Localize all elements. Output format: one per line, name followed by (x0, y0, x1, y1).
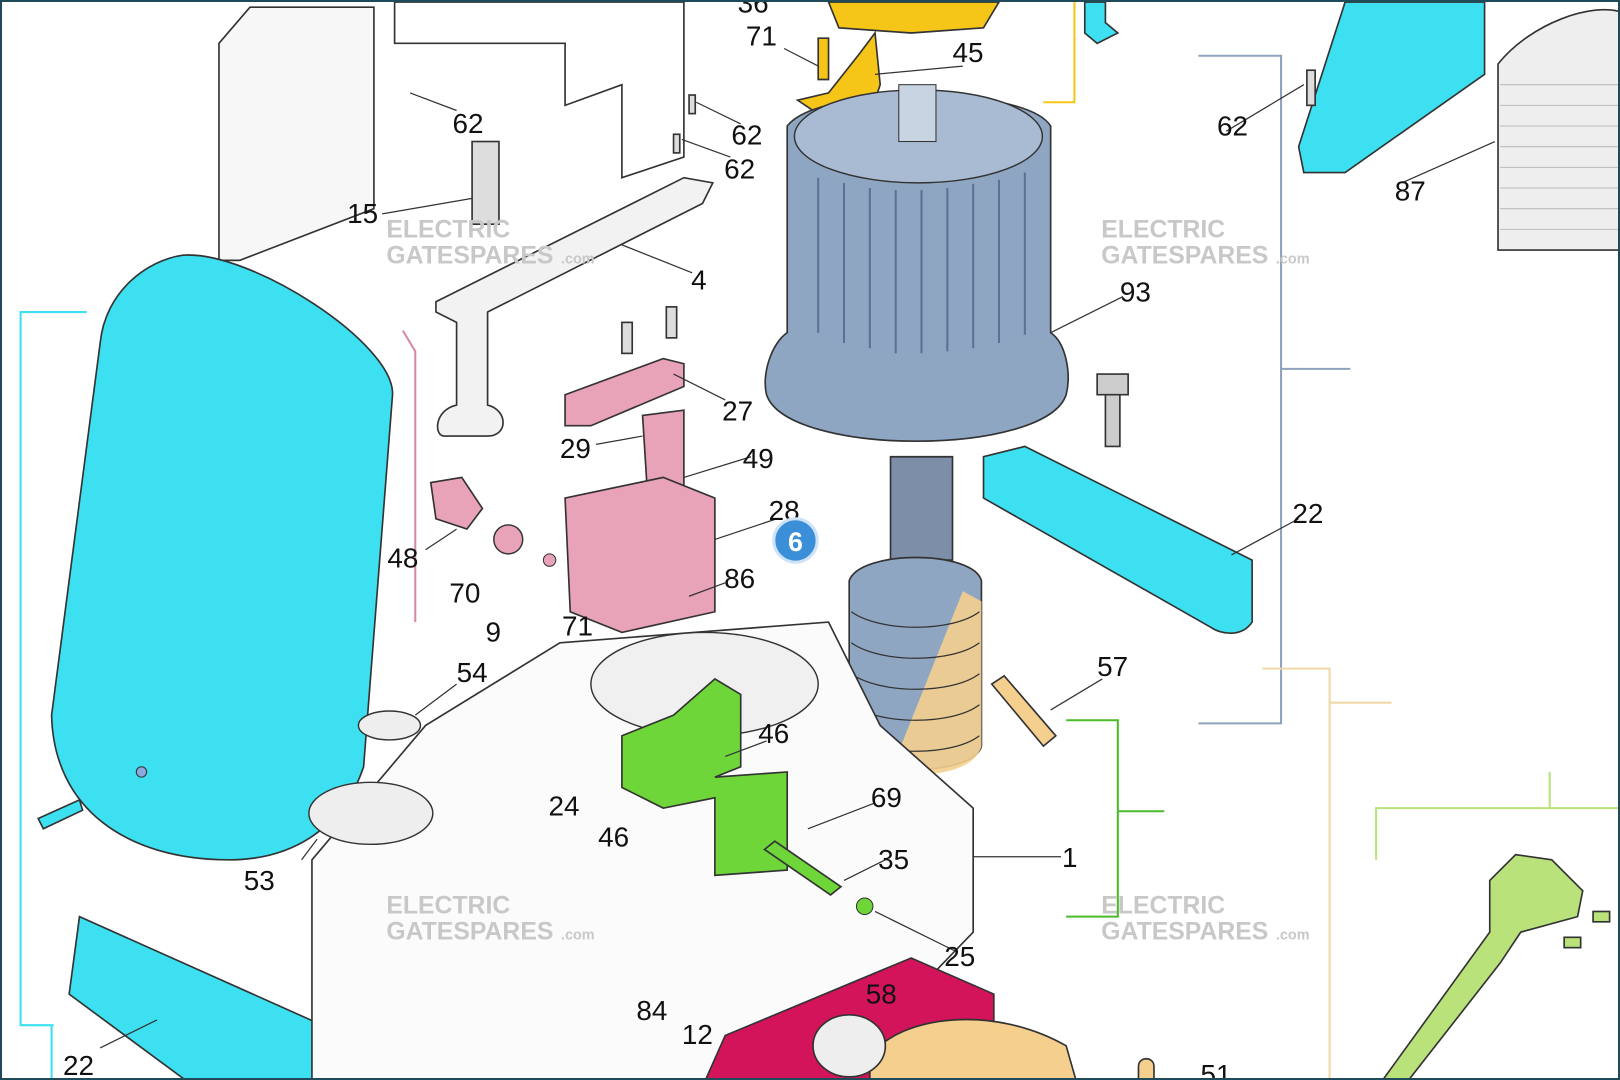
bracket-cyan (19, 311, 87, 1027)
part-label: 25 (944, 941, 975, 972)
part-label: 9 (486, 617, 502, 648)
part-label: 27 (722, 396, 753, 427)
grille-slats (1500, 84, 1618, 230)
bolt-spring (1096, 373, 1129, 448)
watermark-line1: ELECTRIC (386, 217, 510, 244)
cover-screw (37, 798, 84, 830)
worm-threads (850, 611, 980, 752)
part-label: 24 (549, 790, 580, 821)
hotspot-badge-number[interactable]: 6 (788, 527, 803, 557)
part-label: 58 (866, 978, 897, 1009)
part-label: 86 (724, 563, 755, 594)
watermark-suffix: .com (561, 927, 595, 943)
watermark-line1: ELECTRIC (386, 893, 510, 920)
bearing (812, 1013, 887, 1078)
control-bracket (393, 2, 685, 179)
watermark: ELECTRIC GATESPARES .com ELECTRIC GATESP… (386, 217, 1309, 946)
lever-4 (435, 176, 715, 437)
bracket-yellow (1043, 2, 1076, 104)
watermark-suffix: .com (1276, 927, 1310, 943)
part-label: 69 (871, 782, 902, 813)
watermark-line2: GATESPARES (386, 918, 553, 945)
gear-wheel (869, 1018, 1077, 1078)
green-cap (855, 897, 874, 916)
part-label: 46 (758, 718, 789, 749)
pink-switch (564, 357, 685, 427)
watermark-line2: GATESPARES (1101, 242, 1268, 269)
part-label: 93 (1120, 277, 1151, 308)
part-label: 53 (244, 865, 275, 896)
watermark-suffix: .com (1276, 251, 1310, 267)
part-label: 29 (560, 433, 591, 464)
part-label: 87 (1395, 175, 1426, 206)
part-label: 22 (1292, 498, 1323, 529)
part-label: 12 (682, 1019, 713, 1050)
arm-22 (982, 445, 1253, 635)
watermark-suffix: .com (561, 251, 595, 267)
cover-part (50, 254, 394, 861)
lime-screws (1563, 910, 1611, 949)
motor-lower-shaft (889, 455, 954, 561)
cover-hole (135, 766, 148, 778)
bracket-steel (1198, 54, 1351, 725)
part-label: 46 (598, 821, 629, 852)
pink-housing (564, 476, 716, 634)
part-label: 62 (731, 120, 762, 151)
part-label: 15 (347, 198, 378, 229)
bolt-57 (990, 674, 1058, 748)
pink-nut (542, 553, 557, 567)
part-label: 1 (1062, 842, 1078, 873)
part-label: 62 (1217, 110, 1248, 141)
pink-washer (493, 524, 524, 555)
part-label: 71 (562, 611, 593, 642)
part-label: 48 (387, 542, 418, 573)
part-labels: 36 71 45 62 62 62 15 4 27 29 49 28 48 86… (63, 2, 1426, 1080)
bracket-green (1066, 719, 1165, 918)
bracket-pink (401, 330, 417, 623)
clip-part (1083, 2, 1120, 45)
seal-54 (357, 710, 422, 741)
motor-shaft (898, 84, 937, 143)
green-shaft (763, 840, 843, 896)
foot-cyan (68, 915, 324, 1078)
hotspot-badge[interactable]: 6 (772, 517, 819, 564)
watermark-line2: GATESPARES (386, 242, 553, 269)
watermark-line2: GATESPARES (1101, 918, 1268, 945)
part-label: 51 (1200, 1059, 1231, 1080)
pink-lock (429, 476, 484, 531)
worm-gear-tan (890, 591, 982, 775)
bracket-lime (1375, 771, 1618, 860)
part-label: 70 (449, 577, 480, 608)
part-label: 84 (636, 995, 667, 1026)
pin-51 (1137, 1057, 1155, 1078)
seal-53 (308, 781, 434, 846)
bracket-tan (1262, 667, 1392, 1078)
cyan-bracket-top (1297, 2, 1486, 174)
part-label: 35 (878, 844, 909, 875)
green-board (621, 677, 789, 877)
part-label: 45 (953, 37, 984, 68)
part-label: 62 (452, 108, 483, 139)
part-label: 71 (746, 20, 777, 51)
hotspot-badge-circle[interactable] (772, 517, 819, 564)
part-label: 54 (457, 657, 488, 688)
lime-arm (1383, 853, 1584, 1078)
part-label: 22 (63, 1050, 94, 1080)
part-label: 49 (743, 443, 774, 474)
part-label: 36 (738, 2, 769, 18)
part-label: 62 (724, 154, 755, 185)
watermark-line1: ELECTRIC (1101, 217, 1225, 244)
motor-fins (817, 172, 1026, 354)
watermark-line1: ELECTRIC (1101, 893, 1225, 920)
screws (471, 69, 1316, 355)
fan (827, 2, 1000, 34)
part-label: 57 (1097, 651, 1128, 682)
part-label: 4 (691, 264, 707, 295)
leader-lines (99, 47, 1496, 1049)
grille (1497, 8, 1618, 251)
